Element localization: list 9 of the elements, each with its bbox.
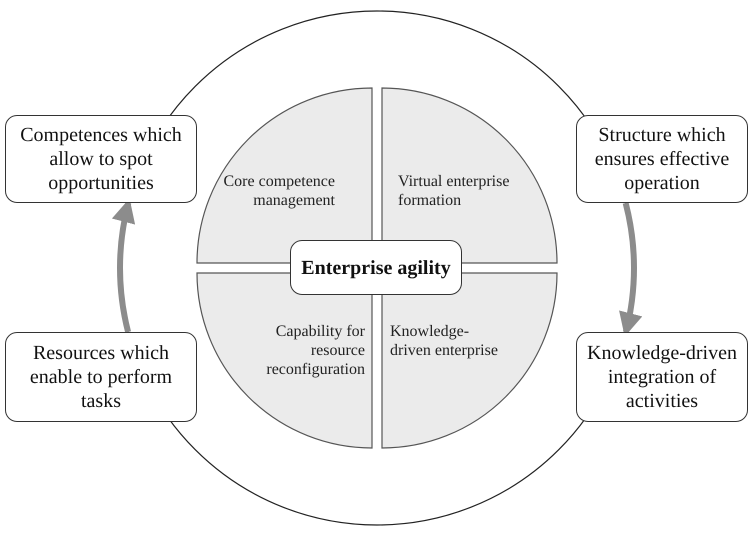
quadrant-label: Capability for resource reconfiguration (265, 322, 365, 379)
quadrant-label: Knowledge-driven enterprise (390, 322, 499, 360)
statement-box: Resources which enable to perform tasks (5, 332, 197, 422)
statement-box: Structure which ensures effective operation (576, 115, 748, 203)
statement-box: Competences which allow to spot opportunities (5, 115, 197, 203)
center-box: Enterprise agility (290, 240, 462, 295)
statement-box: Knowledge-driven integration of activities (576, 332, 748, 422)
quadrant-label: Virtual enterprise formation (398, 172, 510, 210)
quadrant-label: Core competence management (222, 172, 335, 210)
